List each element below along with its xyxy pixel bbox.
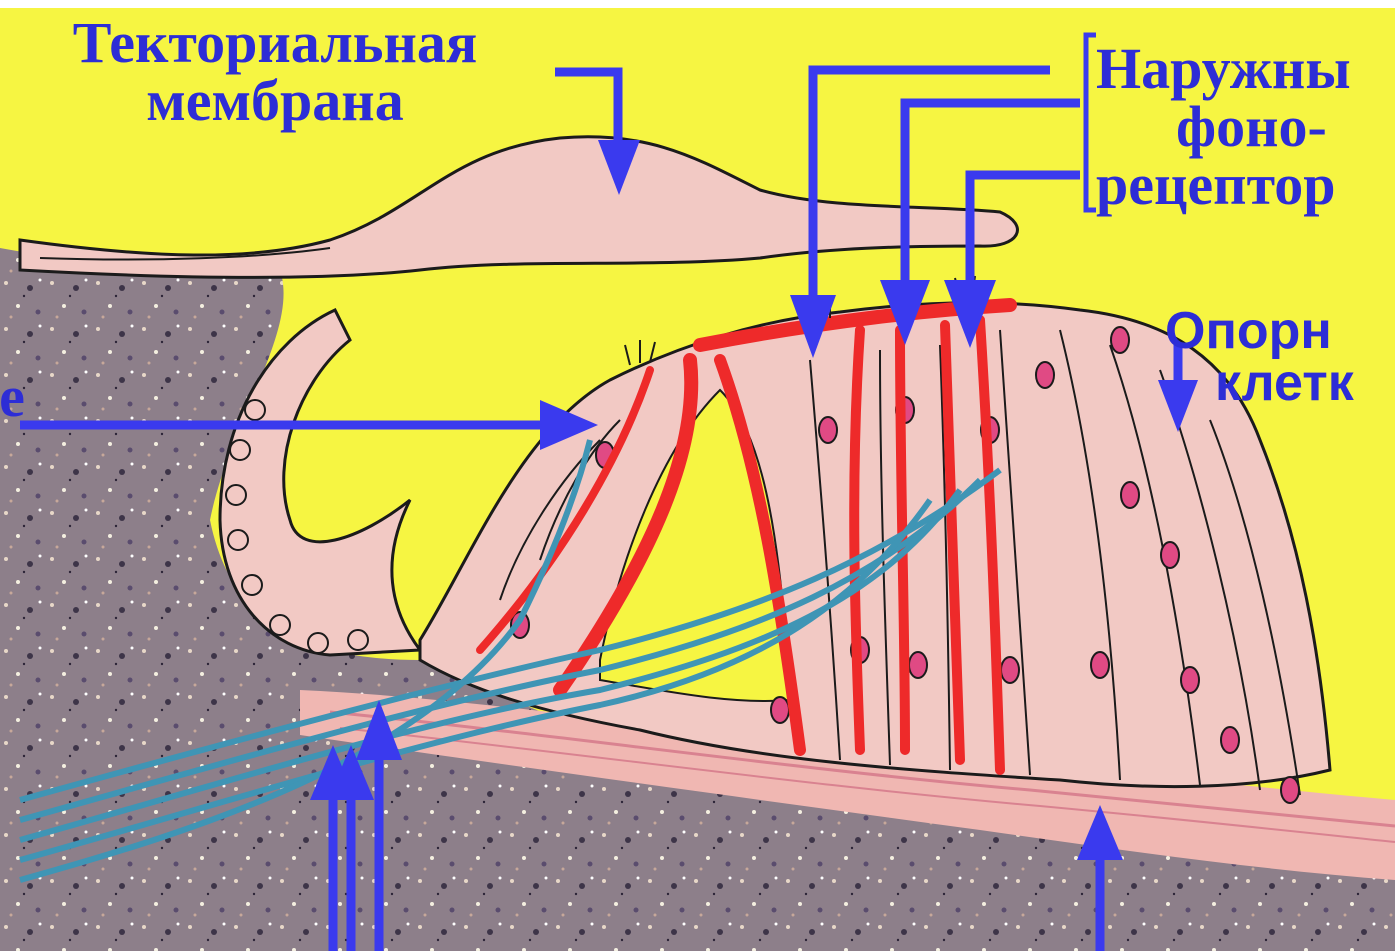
outer-phonoreceptors-label: Наружны фоно- рецептор	[1096, 40, 1395, 214]
tectorial-label-line-2: мембрана	[20, 72, 530, 130]
inner-receptors-label-fragment: е	[0, 368, 32, 426]
inner-label-char: е	[0, 368, 32, 426]
support-label-line-2: клетк	[1165, 357, 1395, 409]
tectorial-membrane-label: Текториальная мембрана	[20, 14, 530, 130]
outer-label-line-1: Наружны	[1096, 40, 1395, 98]
support-cells-label: Опорн клетк	[1165, 305, 1395, 409]
outer-label-line-3: рецептор	[1096, 156, 1395, 214]
outer-label-line-2: фоно-	[1096, 98, 1395, 156]
tectorial-label-line-1: Текториальная	[20, 14, 530, 72]
top-strip	[0, 0, 1395, 8]
support-label-line-1: Опорн	[1165, 305, 1395, 357]
